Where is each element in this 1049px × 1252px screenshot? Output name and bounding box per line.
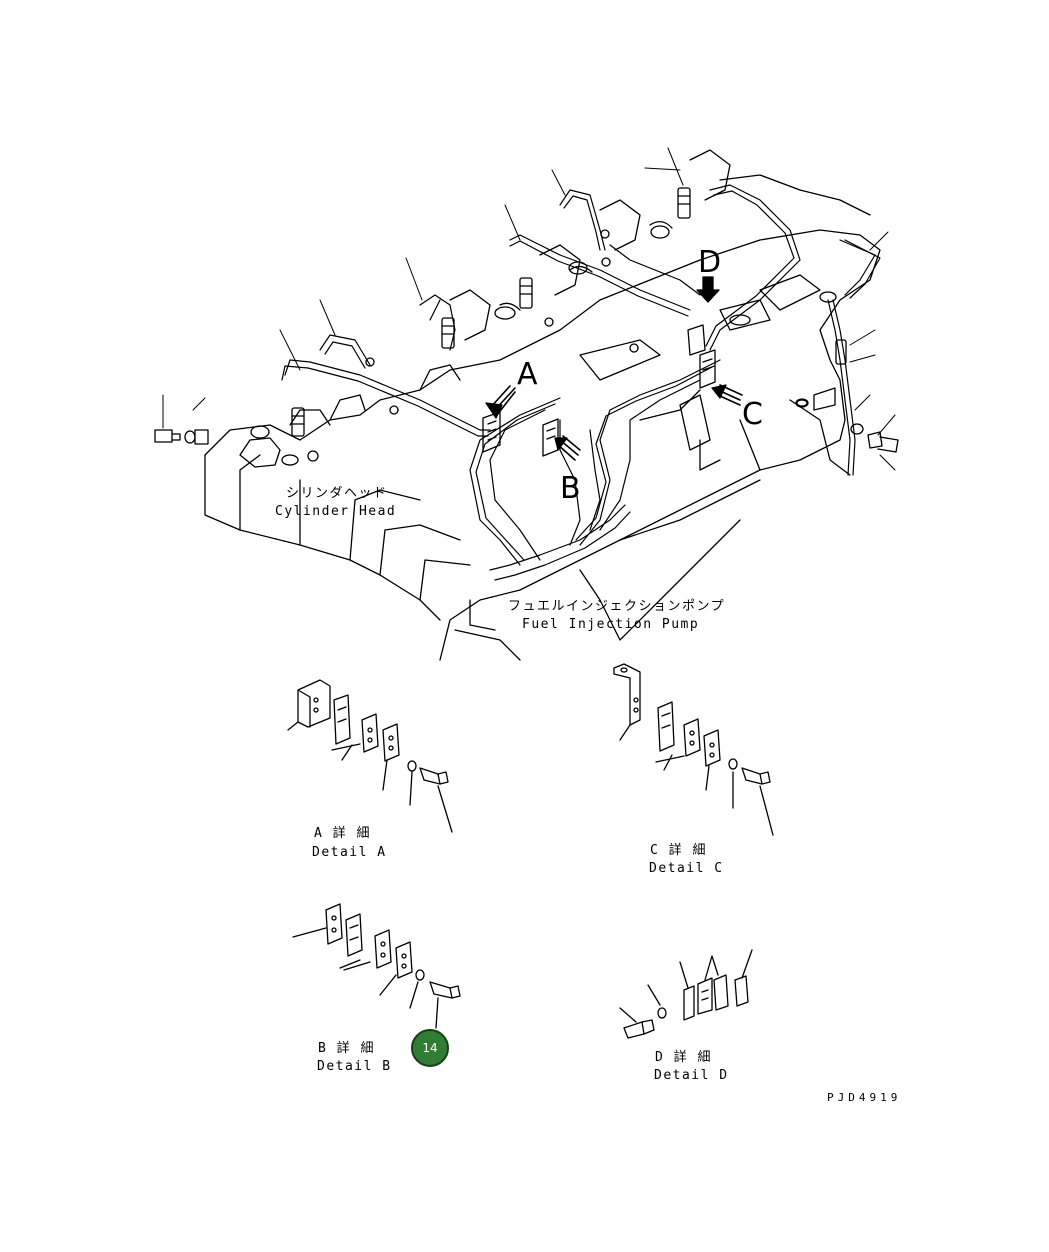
detail-d-label-jp: D 詳 細: [655, 1050, 712, 1065]
view-arrow-b: [554, 435, 581, 461]
cylinder-head-label-en: Cylinder Head: [275, 504, 397, 519]
detail-d-parts: [619, 949, 753, 1039]
detail-b-parts: [292, 903, 461, 1029]
fuel-injection-pipes: [281, 184, 881, 581]
view-arrow-a: [485, 385, 516, 419]
view-letter-c: C: [742, 397, 763, 432]
view-letter-b: B: [560, 471, 581, 506]
detail-a-label-jp: A 詳 細: [314, 826, 371, 841]
detail-a-parts: [287, 679, 453, 833]
main-fasteners: [154, 423, 899, 453]
detail-b-label-jp: B 詳 細: [318, 1041, 375, 1056]
main-leader-lines: [162, 147, 896, 471]
detail-d-label-en: Detail D: [654, 1068, 729, 1083]
view-letter-a: A: [517, 357, 538, 392]
pump-label-en: Fuel Injection Pump: [522, 617, 700, 632]
view-letter-d: D: [698, 245, 721, 280]
detail-c-label-jp: C 詳 細: [650, 843, 707, 858]
detail-b-label-en: Detail B: [317, 1059, 392, 1074]
injector-nozzles: [291, 187, 847, 462]
cylinder-head-label-jp: シリンダヘッド: [286, 486, 388, 501]
detail-c-label-en: Detail C: [649, 861, 724, 876]
pump-label-jp: フュエルインジェクションポンプ: [508, 599, 726, 614]
part-callout-14[interactable]: 14: [411, 1029, 449, 1067]
view-arrow-d: [696, 276, 720, 303]
view-arrow-c: [711, 384, 743, 406]
part-callout-number: 14: [422, 1041, 438, 1055]
detail-c-parts: [613, 663, 774, 836]
detail-a-label-en: Detail A: [312, 845, 387, 860]
engine-block: [204, 149, 881, 661]
drawing-number: PJD4919: [827, 1091, 902, 1104]
